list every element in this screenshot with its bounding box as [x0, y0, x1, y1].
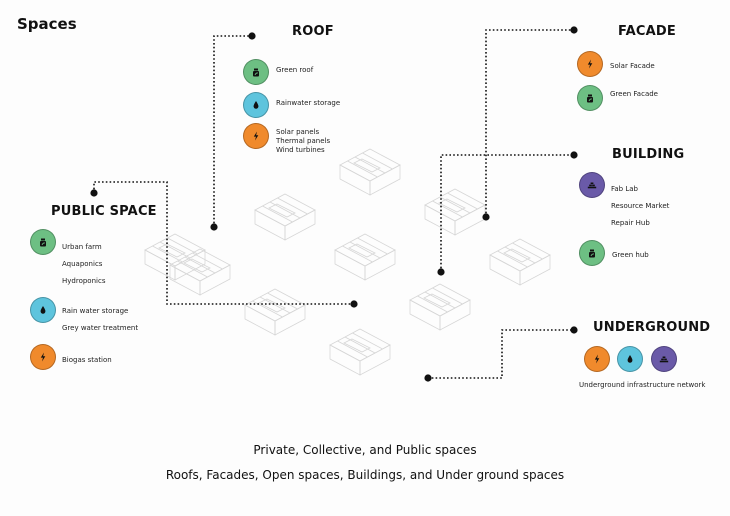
- public-item-energy-icon: [30, 344, 56, 370]
- facade-green-label: Green Facade: [610, 90, 658, 98]
- public-space-leader-start-dot: [90, 189, 98, 197]
- public-item-water-icon: [30, 297, 56, 323]
- public-aquaponics-label: Aquaponics: [62, 260, 103, 268]
- underground-energy-icon: [584, 346, 610, 372]
- bricks-icon: [587, 182, 597, 189]
- water-drop-icon: [627, 355, 633, 363]
- caption-spaces: Private, Collective, and Public spaces: [253, 443, 477, 457]
- roof-leader-end-dot: [248, 32, 256, 40]
- isometric-buildings: [144, 148, 551, 376]
- building-block: [489, 238, 551, 286]
- water-drop-icon: [40, 306, 46, 314]
- underground-leader-end-dot: [570, 326, 578, 334]
- roof-leader-start-dot: [210, 223, 218, 231]
- building-item-green-icon: [579, 240, 605, 266]
- leaf-bag-icon: [253, 68, 259, 77]
- facade-leader-start-dot: [482, 213, 490, 221]
- building-fablab-label: Fab Lab: [611, 185, 638, 193]
- facade-item-green-icon: [577, 85, 603, 111]
- building-facility-labels: Fab Lab Resource Market Repair Hub: [611, 181, 669, 232]
- building-block: [169, 248, 231, 296]
- roof-solar-label: Solar panels: [276, 128, 320, 136]
- water-drop-icon: [253, 101, 259, 109]
- building-block: [409, 283, 471, 331]
- public-item-green-icon: [30, 229, 56, 255]
- public-grey-water-label: Grey water treatment: [62, 324, 139, 332]
- public-space-leader: [93, 181, 354, 305]
- leaf-bag-icon: [587, 94, 593, 103]
- building-green-hub-label: Green hub: [612, 251, 649, 259]
- public-space-leader-end-dot: [350, 300, 358, 308]
- building-item-bricks-icon: [579, 172, 605, 198]
- public-farm-labels: Urban farm Aquaponics Hydroponics: [62, 239, 105, 290]
- lightning-bolt-icon: [594, 354, 600, 364]
- facade-solar-label: Solar Facade: [610, 62, 655, 70]
- roof-thermal-label: Thermal panels: [276, 137, 331, 145]
- public-hydroponics-label: Hydroponics: [62, 277, 106, 285]
- leaf-bag-icon: [40, 238, 46, 247]
- roof-green-roof-label: Green roof: [276, 66, 314, 74]
- bricks-icon: [659, 356, 669, 363]
- lightning-bolt-icon: [587, 59, 593, 69]
- roof-energy-labels: Solar panels Thermal panels Wind turbine…: [276, 128, 330, 155]
- underground-network-label: Underground infrastructure network: [579, 381, 706, 389]
- facade-leader: [485, 29, 574, 217]
- underground-water-icon: [617, 346, 643, 372]
- roof-heading: ROOF: [292, 24, 334, 39]
- roof-leader: [213, 35, 252, 227]
- underground-leader-start-dot: [424, 374, 432, 382]
- building-leader-start-dot: [437, 268, 445, 276]
- caption-space-types: Roofs, Facades, Open spaces, Buildings, …: [165, 468, 565, 482]
- building-block: [424, 188, 486, 236]
- public-rain-water-label: Rain water storage: [62, 307, 129, 315]
- roof-rainwater-label: Rainwater storage: [276, 99, 341, 107]
- page-title: Spaces: [17, 15, 77, 33]
- facade-leader-end-dot: [570, 26, 578, 34]
- building-leader-end-dot: [570, 151, 578, 159]
- lightning-bolt-icon: [253, 131, 259, 141]
- leader-lines: [93, 29, 574, 379]
- underground-bricks-icon: [651, 346, 677, 372]
- building-block: [329, 328, 391, 376]
- lightning-bolt-icon: [40, 352, 46, 362]
- underground-heading: UNDERGROUND: [593, 320, 711, 335]
- building-resource-market-label: Resource Market: [611, 202, 670, 210]
- building-block: [339, 148, 401, 196]
- leader-dots: [90, 26, 578, 382]
- public-biogas-label: Biogas station: [62, 356, 112, 364]
- building-heading: BUILDING: [612, 147, 685, 162]
- building-leader: [440, 154, 574, 272]
- roof-item-water-icon: [243, 92, 269, 118]
- roof-item-energy-icon: [243, 123, 269, 149]
- roof-wind-label: Wind turbines: [276, 146, 325, 154]
- building-block: [334, 233, 396, 281]
- building-block: [244, 288, 306, 336]
- underground-leader: [428, 329, 574, 379]
- roof-item-green-icon: [243, 59, 269, 85]
- facade-heading: FACADE: [618, 24, 676, 39]
- building-repair-hub-label: Repair Hub: [611, 219, 650, 227]
- building-block: [254, 193, 316, 241]
- building-block: [144, 233, 206, 281]
- public-space-heading: PUBLIC SPACE: [51, 204, 157, 219]
- public-urban-farm-label: Urban farm: [62, 243, 102, 251]
- leaf-bag-icon: [589, 249, 595, 258]
- public-water-labels: Rain water storage Grey water treatment: [62, 303, 138, 337]
- facade-item-energy-icon: [577, 51, 603, 77]
